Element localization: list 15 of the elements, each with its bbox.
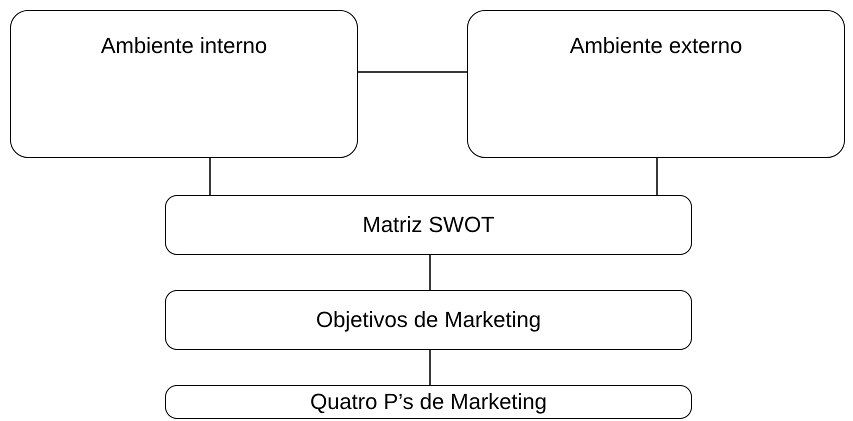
box-label: Ambiente externo (570, 33, 742, 59)
box-label: Objetivos de Marketing (316, 307, 541, 333)
process-box (165, 385, 692, 419)
process-box (467, 10, 845, 158)
connector-line (429, 255, 431, 290)
box-label: Matriz SWOT (362, 212, 494, 238)
connector-line (358, 71, 467, 73)
connector-line (429, 350, 431, 385)
connector-line (209, 158, 211, 195)
process-box (165, 290, 692, 350)
process-box (165, 195, 692, 255)
connector-line (656, 158, 658, 195)
process-box (10, 10, 358, 158)
box-label: Ambiente interno (100, 33, 268, 59)
box-label: Quatro P’s de Marketing (310, 389, 547, 415)
